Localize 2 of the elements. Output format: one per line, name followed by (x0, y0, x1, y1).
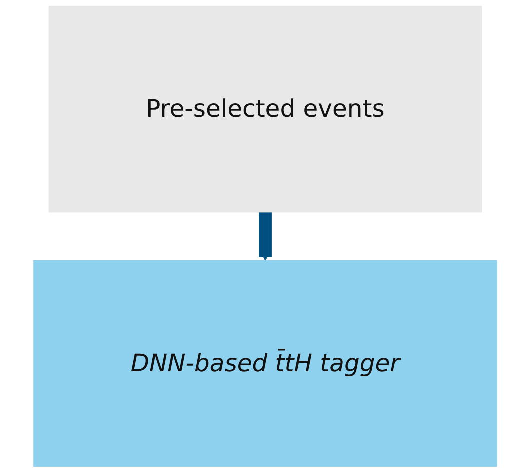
node-box: DNN-based t̄tH tagger (34, 260, 498, 467)
node-box: Pre-selected events (48, 6, 482, 213)
